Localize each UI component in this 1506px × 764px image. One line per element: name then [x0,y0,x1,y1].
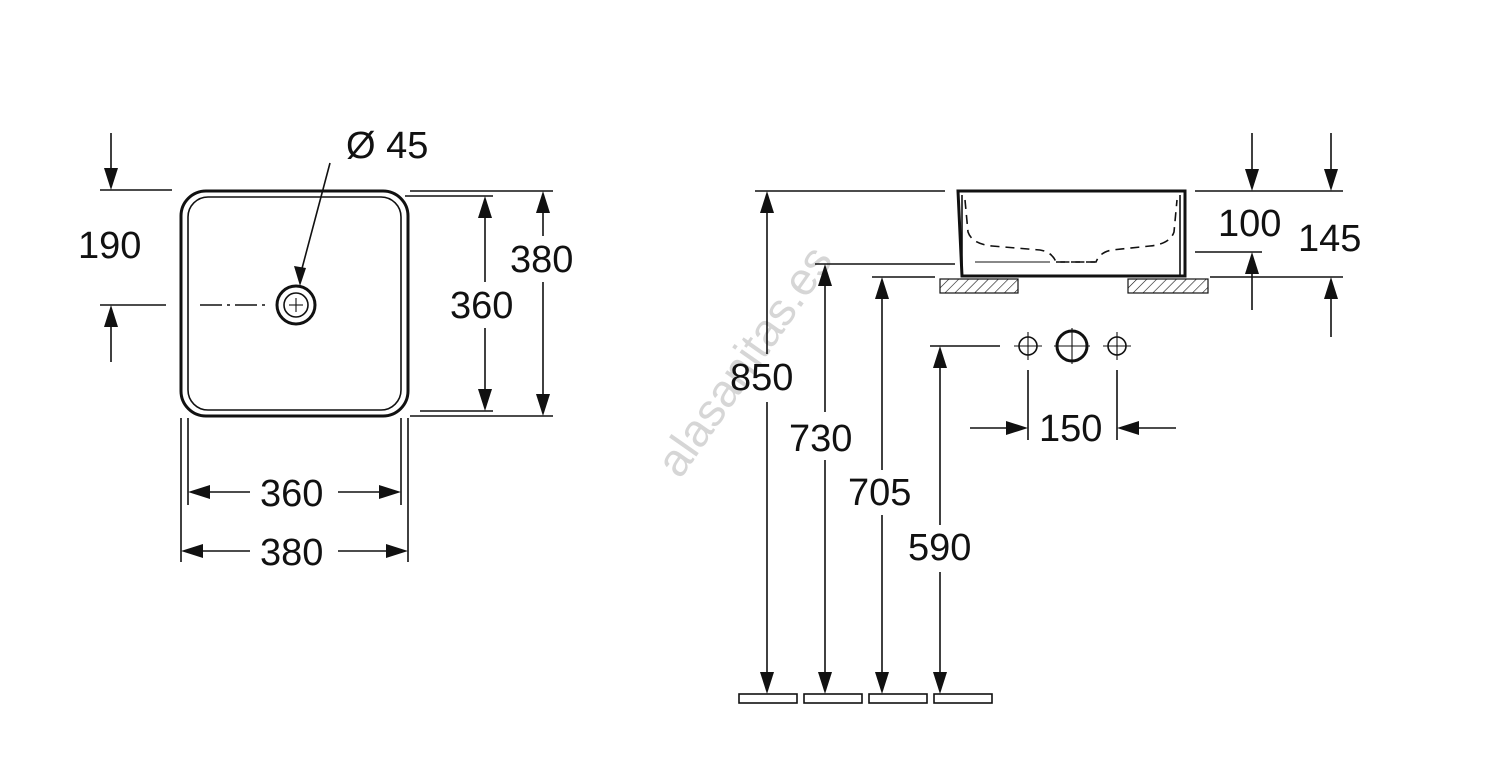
basin-side-profile [956,189,1187,278]
drain-offset-label: 190 [78,225,141,267]
counter-height-label: 730 [789,418,852,460]
tap-holes [1014,328,1131,364]
inner-depth-label: 360 [450,285,513,327]
outer-width-label: 380 [260,532,323,574]
inner-bowl-height-label: 100 [1218,203,1281,245]
floor-block-1 [738,693,798,704]
drain-diameter-text: Ø 45 [346,125,428,167]
floor-block-4 [933,693,993,704]
outer-depth-label: 380 [510,239,573,281]
drain [275,284,317,326]
basin-outer-outline [179,189,410,418]
counter-right-hatch [1127,278,1209,294]
tap-spacing-label: 150 [1039,408,1102,450]
side-view: 850 730 705 590 [730,133,1361,704]
basin-inner-outline [187,196,402,411]
support-height-label: 705 [848,472,911,514]
counter-left-hatch [939,278,1019,294]
basin-inner-dashed [964,199,1178,263]
outer-bowl-height-label: 145 [1298,218,1361,260]
inner-width-label: 360 [260,473,323,515]
floor-block-3 [868,693,928,704]
outlet-height-label: 590 [908,527,971,569]
floor-block-2 [803,693,863,704]
top-view: Ø 45 190 360 380 360 [78,125,573,574]
drain-leader-line [299,162,331,277]
overall-height-label: 850 [730,357,793,399]
